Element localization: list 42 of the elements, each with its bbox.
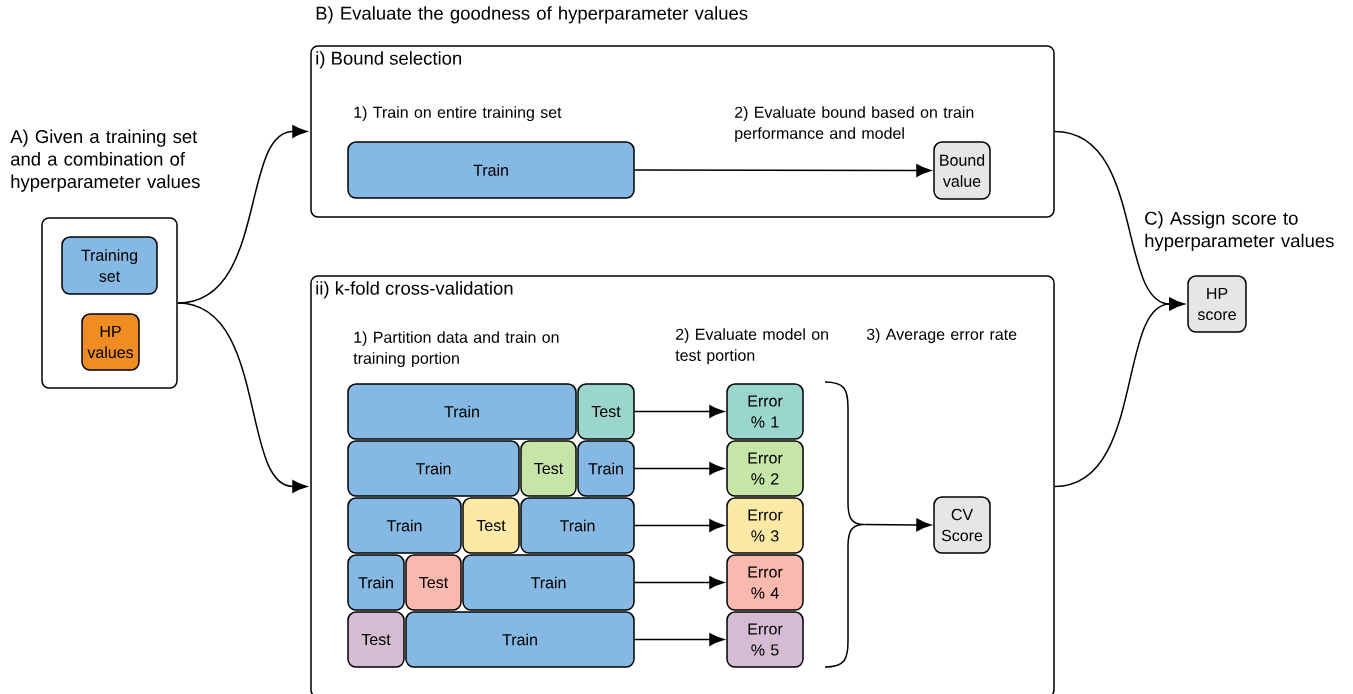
arrow	[634, 164, 932, 177]
data-segment: Train	[347, 383, 577, 440]
data-segment: Train	[577, 440, 635, 497]
score-box: Bound value	[933, 141, 991, 200]
box: Train	[347, 141, 635, 199]
error-box: Error % 4	[726, 554, 804, 611]
arrow	[634, 576, 725, 589]
step-label: 3) Average error rate	[866, 328, 1017, 344]
arrow	[863, 518, 932, 532]
data-segment: Test	[520, 440, 577, 497]
score-box: HP score	[1187, 275, 1247, 333]
heading: C) Assign score to hyperparameter values	[1145, 211, 1334, 251]
data-segment: Test	[462, 497, 520, 554]
arrow	[634, 462, 725, 475]
data-segment: Train	[520, 497, 635, 554]
error-box: Error % 1	[726, 383, 804, 440]
arrow	[177, 302, 308, 493]
step-label: 2) Evaluate bound based on train performance and model	[735, 106, 974, 143]
arrow	[634, 519, 725, 532]
data-segment: Test	[405, 554, 462, 611]
node-label: A) Given a training set and a combination of hyperparameter values	[10, 129, 200, 192]
step-label: 1) Partition data and train on training portion	[353, 331, 559, 368]
step-label: 2) Evaluate model on test portion	[675, 328, 828, 365]
arrow	[634, 405, 725, 418]
data-segment: Test	[347, 611, 405, 668]
data-segment: Test	[577, 383, 635, 440]
input-box: Training set	[61, 236, 158, 295]
data-segment: Train	[347, 554, 405, 611]
score-box: CV Score	[933, 496, 991, 554]
error-box: Error % 2	[726, 440, 804, 497]
brace	[824, 381, 865, 668]
data-segment: Train	[405, 611, 635, 668]
step-label: 1) Train on entire training set	[354, 106, 562, 122]
arrow	[1054, 297, 1185, 488]
input-box: HP values	[81, 313, 140, 371]
heading: B) Evaluate the goodness of hyperparameter values	[316, 6, 748, 24]
data-segment: Train	[462, 554, 635, 611]
error-box: Error % 5	[726, 611, 804, 668]
data-segment: Train	[347, 440, 520, 497]
data-segment: Train	[347, 497, 462, 554]
arrow	[634, 633, 725, 646]
error-box: Error % 3	[726, 497, 804, 554]
